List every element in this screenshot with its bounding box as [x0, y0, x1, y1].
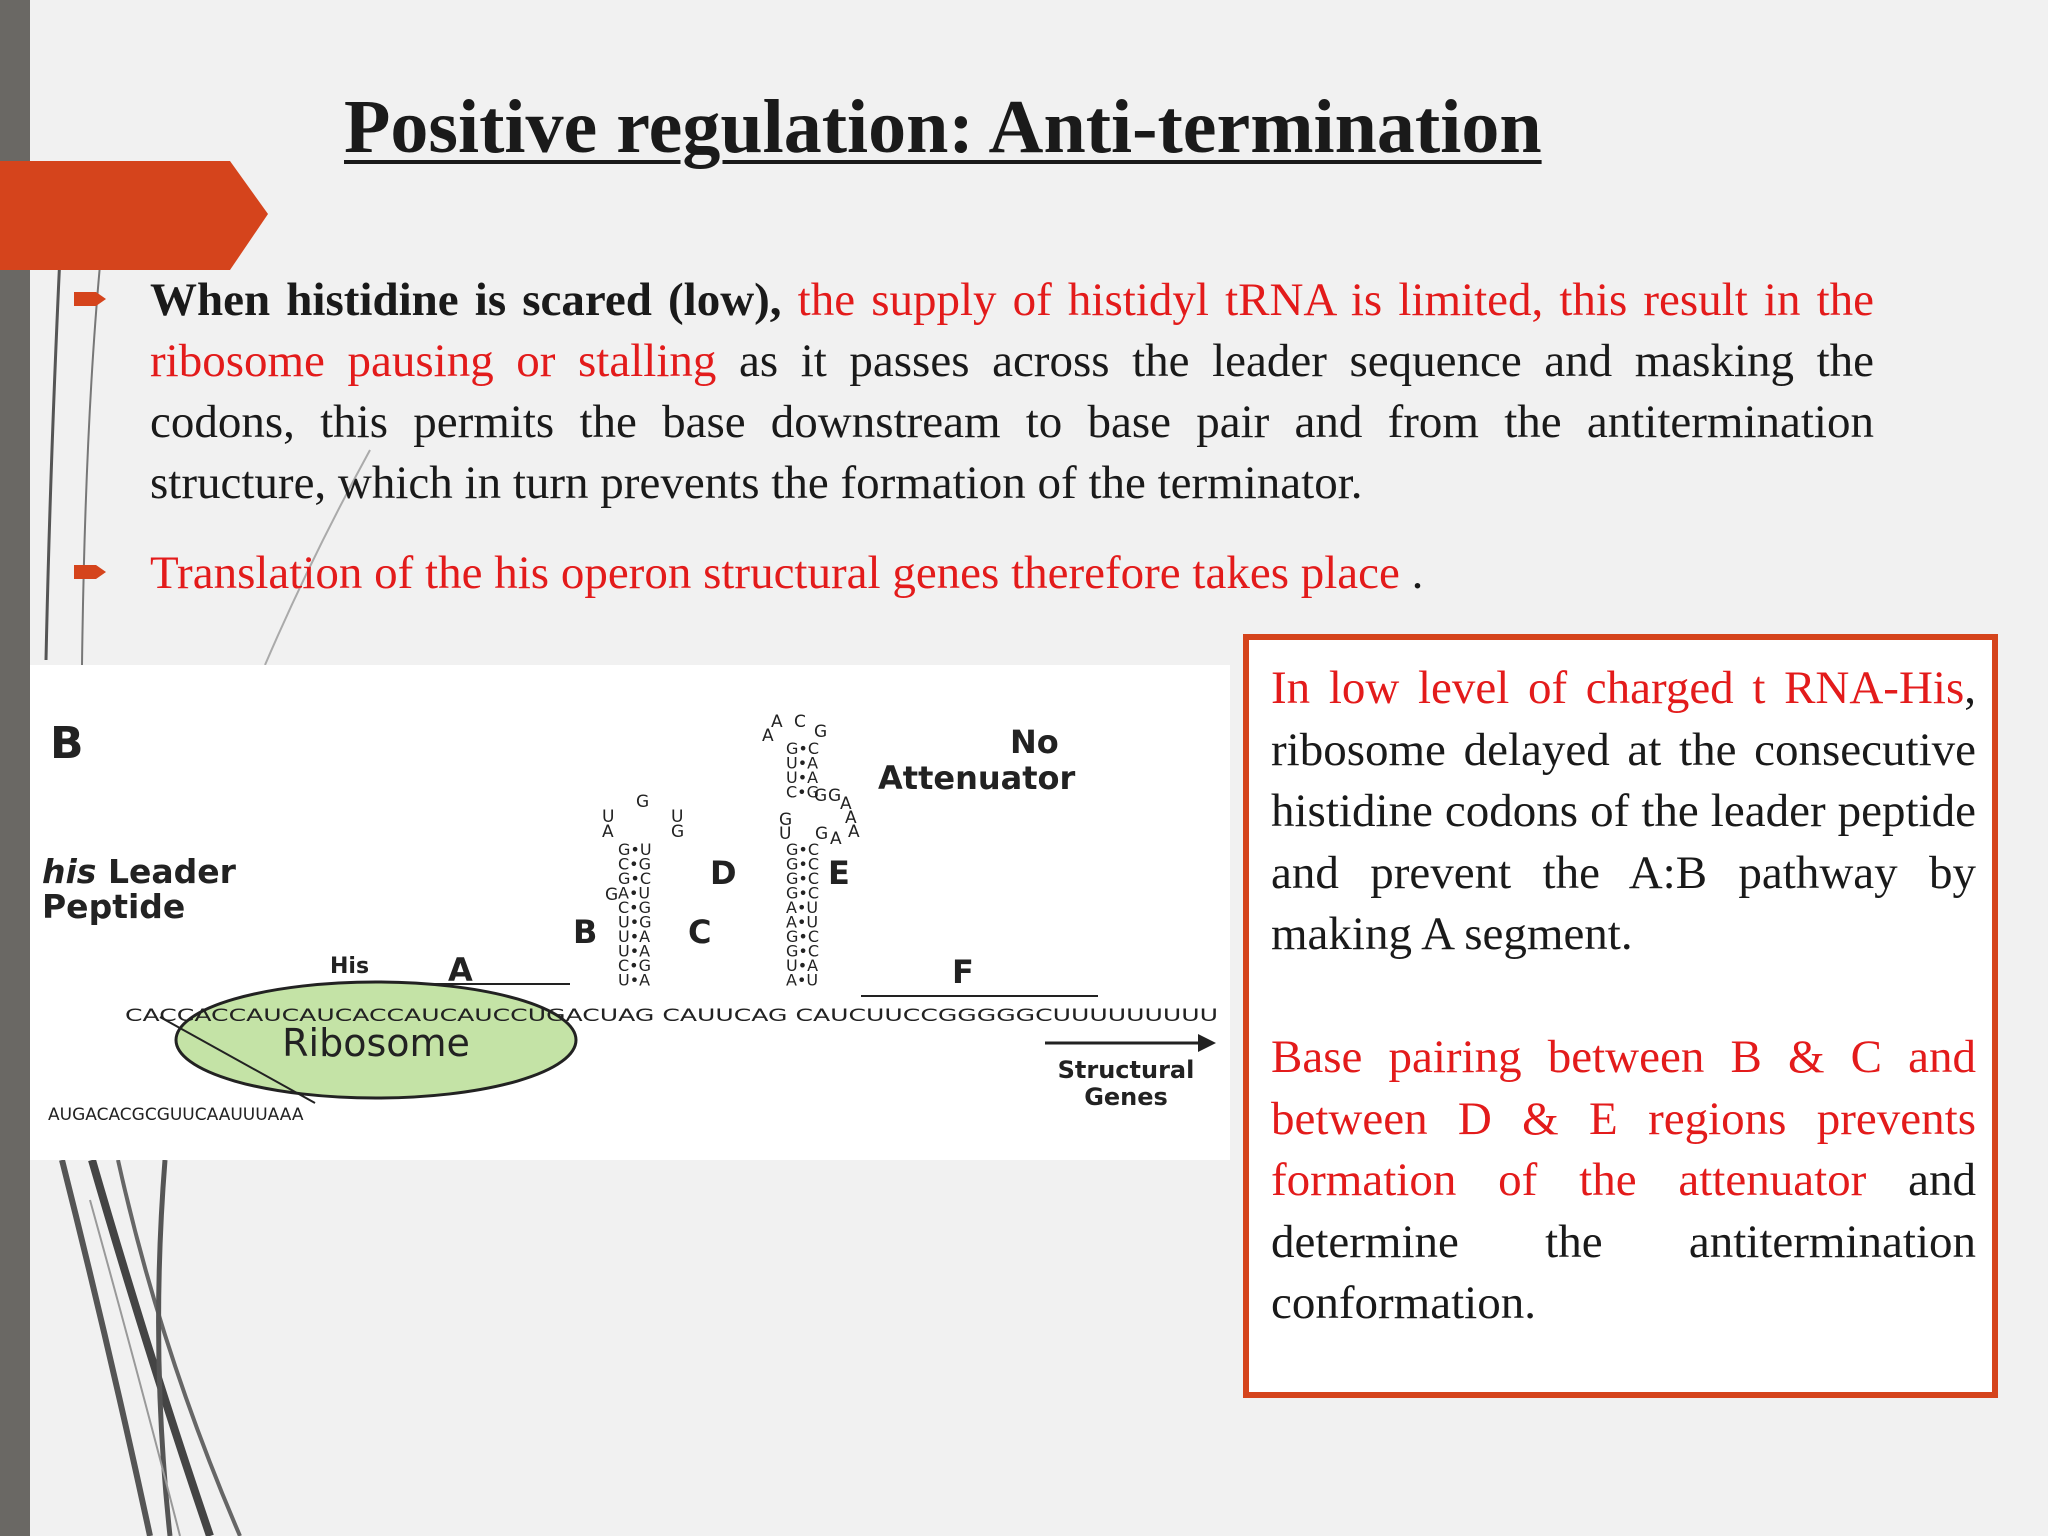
base-pair: U•A: [786, 768, 818, 787]
region-e-label: E: [828, 854, 850, 892]
base-pair: U•A: [786, 754, 818, 773]
base-pair: C•G: [618, 956, 651, 975]
slide-title: Positive regulation: Anti-termination: [344, 85, 1542, 169]
region-d-label: D: [710, 854, 737, 892]
de-loop-c: C: [794, 712, 806, 732]
bc-stem-pairs: G•UC•GG•CA•UC•GU•GU•AU•AC•GU•A: [618, 840, 652, 990]
de-stem-side-g: G: [779, 810, 792, 830]
region-f-label: F: [952, 953, 974, 991]
de-lower-stem-pairs: G•CG•CG•CG•CA•UA•UG•CG•CU•AA•U: [786, 840, 819, 990]
his-operon-diagram: B No Attenuator his Leader Peptide A His…: [30, 665, 1230, 1160]
de-upper-stem-pairs: G•CU•AU•AC•G: [786, 739, 819, 802]
left-sidebar-bar: [0, 0, 30, 1536]
base-pair: G•C: [786, 840, 819, 859]
leader-peptide-rest: Leader: [96, 852, 236, 891]
base-pair: C•G: [786, 783, 819, 802]
leader-peptide-label-line2: Peptide: [42, 887, 185, 926]
base-pair: U•A: [618, 971, 650, 990]
leader-peptide-italic: his: [42, 852, 96, 891]
panel-label: B: [50, 718, 84, 769]
callout-1-highlight: In low level of charged t RNA-His: [1271, 662, 1965, 714]
region-c-label: C: [688, 913, 711, 951]
de-loop-a2: A: [771, 712, 783, 732]
base-pair: U•A: [786, 956, 818, 975]
base-pair: U•G: [618, 913, 652, 932]
base-pair: A•U: [786, 898, 818, 917]
direction-arrow-icon: [1198, 1034, 1216, 1052]
structural-genes-line2: Genes: [1084, 1083, 1168, 1111]
de-lower-side-a: A: [830, 829, 842, 849]
bullet-1-rest: as it passes across the leader sequence …: [150, 335, 1874, 509]
bullet-arrow-icon: [74, 565, 106, 579]
bullet-arrow-icon: [74, 292, 106, 306]
bc-bulge: G: [605, 885, 618, 905]
base-pair: A•U: [786, 971, 818, 990]
bc-loop-left-top: U: [602, 807, 614, 827]
de-bulge-a1: A: [840, 794, 852, 814]
region-a-label: A: [448, 951, 473, 989]
ribosome-label: Ribosome: [282, 1021, 470, 1065]
de-upper-side-g: G: [814, 786, 827, 806]
de-loop-g2: G: [828, 786, 841, 806]
structural-genes-line1: Structural: [1058, 1056, 1195, 1084]
lower-sequence: AUGACACGCGUUCAAUUUAAA: [48, 1105, 304, 1125]
bc-loop-top: G: [636, 792, 649, 812]
base-pair: C•G: [618, 898, 651, 917]
diagram-title-line2: Attenuator: [878, 759, 1076, 797]
de-loop-a: A: [762, 726, 774, 746]
callout-paragraph-1: In low level of charged t RNA-His, ribos…: [1271, 658, 1976, 966]
base-pair: A•U: [786, 913, 818, 932]
region-b-label: B: [573, 913, 597, 951]
base-pair: G•C: [786, 855, 819, 874]
callout-2-rest: and determine the antitermination confor…: [1271, 1154, 1976, 1329]
callout-1-rest: , ribosome delayed at the consecutive hi…: [1271, 662, 1976, 960]
base-pair: C•G: [618, 855, 651, 874]
bullet-point-2: Translation of the his operon structural…: [150, 543, 1874, 604]
callout-paragraph-2: Base pairing between B & C and between D…: [1271, 1027, 1976, 1335]
bullet-1-highlight: the supply of histidyl tRNA is limited, …: [150, 274, 1874, 387]
base-pair: G•C: [786, 869, 819, 888]
nascent-peptide-line: [159, 1016, 316, 1104]
bc-loop-right-bottom: G: [671, 822, 684, 842]
de-lower-side-ga: G: [815, 824, 828, 844]
bc-loop-right-top: U: [671, 807, 683, 827]
base-pair: A•U: [618, 884, 650, 903]
base-pair: G•U: [618, 840, 652, 859]
callout-2-highlight: Base pairing between B & C and between D…: [1271, 1031, 1976, 1206]
leader-peptide-label: his Leader: [42, 852, 237, 891]
bullet-2-end: .: [1399, 547, 1424, 599]
bullet-2-highlight: Translation of the his operon structural…: [150, 547, 1400, 599]
base-pair: G•C: [618, 869, 651, 888]
explanation-callout-box: In low level of charged t RNA-His, ribos…: [1243, 634, 1998, 1398]
bullet-1-lead: When histidine is scared (low),: [150, 274, 782, 326]
mrna-sequence: CACCACCAUCAUCACCAUCAUCCUGACUAG CAUUCAG C…: [125, 1006, 1218, 1026]
de-bulge-a3: A: [848, 822, 860, 842]
base-pair: G•C: [786, 927, 819, 946]
bullet-point-1: When histidine is scared (low), the supp…: [150, 270, 1874, 514]
base-pair: G•C: [786, 942, 819, 961]
his-label: His: [330, 954, 369, 979]
ribosome-shape: [174, 980, 578, 1100]
diagram-title-line1: No: [1010, 723, 1059, 761]
base-pair: U•A: [618, 927, 650, 946]
de-loop-g: G: [814, 722, 827, 742]
de-stem-side-u: U: [779, 824, 791, 844]
de-bulge-a2: A: [845, 808, 857, 828]
base-pair: G•C: [786, 884, 819, 903]
bc-loop-left-bottom: A: [602, 822, 614, 842]
base-pair: U•A: [618, 942, 650, 961]
base-pair: G•C: [786, 739, 819, 758]
